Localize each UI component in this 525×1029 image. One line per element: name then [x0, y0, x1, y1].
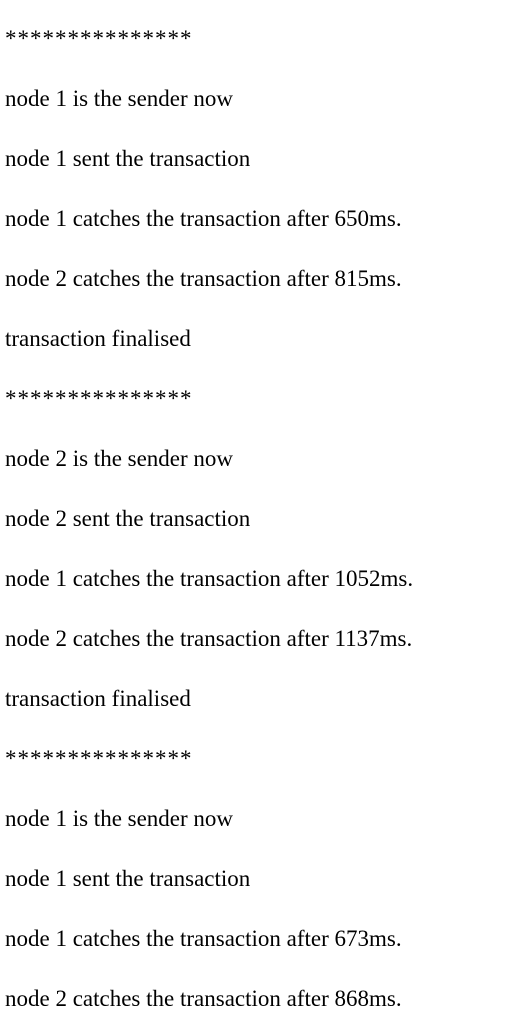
catch-line: node 2 catches the transaction after 815… — [5, 266, 402, 291]
sent-line: node 1 sent the transaction — [5, 146, 251, 171]
sent-line: node 2 sent the transaction — [5, 506, 251, 531]
catch-line: node 1 catches the transaction after 105… — [5, 566, 414, 591]
catch-line: node 1 catches the transaction after 673… — [5, 926, 402, 951]
finalised-line: transaction finalised — [5, 326, 191, 351]
catch-line: node 2 catches the transaction after 868… — [5, 986, 402, 1011]
sent-line: node 1 sent the transaction — [5, 866, 251, 891]
catch-line: node 2 catches the transaction after 113… — [5, 626, 413, 651]
finalised-line: transaction finalised — [5, 686, 191, 711]
separator-line: *************** — [5, 746, 193, 771]
sender-line: node 1 is the sender now — [5, 806, 234, 831]
separator-line: *************** — [5, 26, 193, 51]
separator-line: *************** — [5, 386, 193, 411]
sender-line: node 2 is the sender now — [5, 446, 234, 471]
sender-line: node 1 is the sender now — [5, 86, 234, 111]
catch-line: node 1 catches the transaction after 650… — [5, 206, 402, 231]
